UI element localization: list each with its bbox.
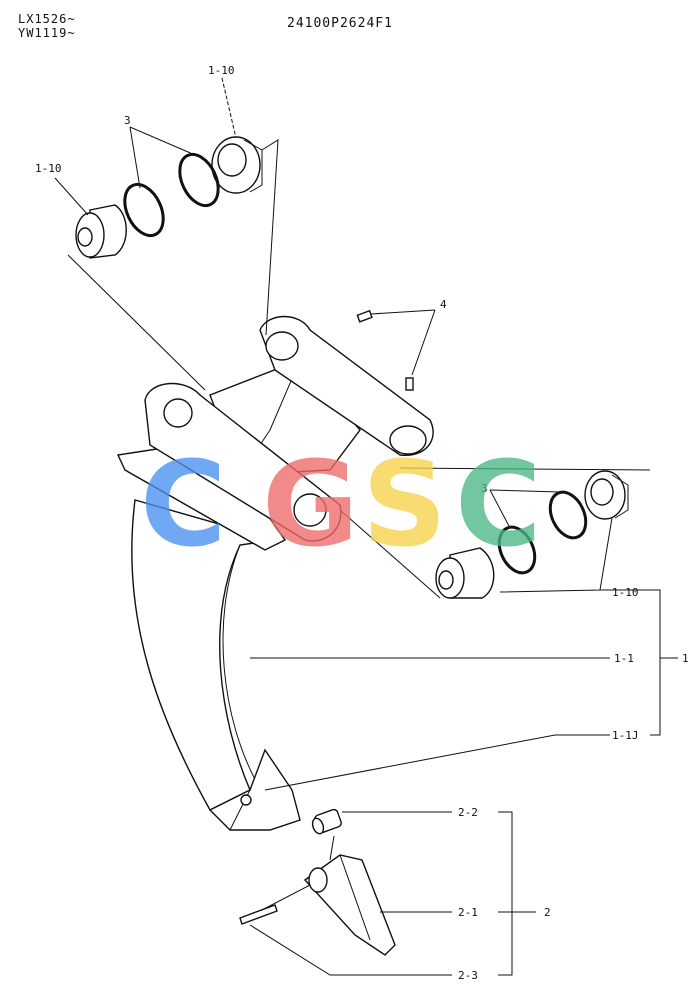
bushing-right-lower (435, 547, 495, 599)
tooth-pin-upper (311, 808, 342, 835)
label-group-1: 1 (682, 652, 689, 665)
watermark-letter-1: C (140, 435, 227, 573)
bushing-top (211, 136, 263, 194)
label-tooth: 2-1 (458, 906, 478, 919)
label-tooth-pin-top: 2-2 (458, 806, 478, 819)
bushing-right-upper (584, 470, 629, 520)
model-code-line-1: LX1526~ (18, 12, 76, 26)
tooth-pin-lower (239, 904, 278, 925)
label-tooth-pin-bottom: 2-3 (458, 969, 478, 982)
label-shank: 1-1 (614, 652, 634, 665)
label-pin: 4 (440, 298, 447, 311)
part-number-code: 24100P2624F1 (287, 16, 393, 31)
watermark-logo: C G S C (140, 435, 542, 573)
grease-pin-lower (405, 377, 414, 391)
oring-right-a (548, 490, 588, 540)
leader-lines (54, 77, 678, 976)
model-code-line-2: YW1119~ (18, 26, 76, 40)
label-shank-j: 1-1J (612, 729, 639, 742)
label-bushing-top: 1-10 (208, 64, 235, 77)
oring-right-b (497, 525, 537, 575)
label-oring-right: 3 (481, 482, 488, 495)
oring-top-a (178, 152, 220, 208)
label-bushing-right: 1-10 (612, 586, 639, 599)
watermark-letter-4: C (455, 435, 542, 573)
watermark-letter-3: S (362, 435, 447, 573)
bushing-left (75, 204, 127, 259)
label-group-2: 2 (544, 906, 551, 919)
label-oring-top: 3 (124, 114, 131, 127)
label-bushing-left: 1-10 (35, 162, 62, 175)
oring-top-b (123, 182, 165, 238)
watermark-letter-2: G (262, 435, 359, 573)
ripper-shank-drawing (116, 315, 434, 831)
grease-pin-upper (356, 309, 373, 323)
ripper-tooth (303, 854, 396, 956)
